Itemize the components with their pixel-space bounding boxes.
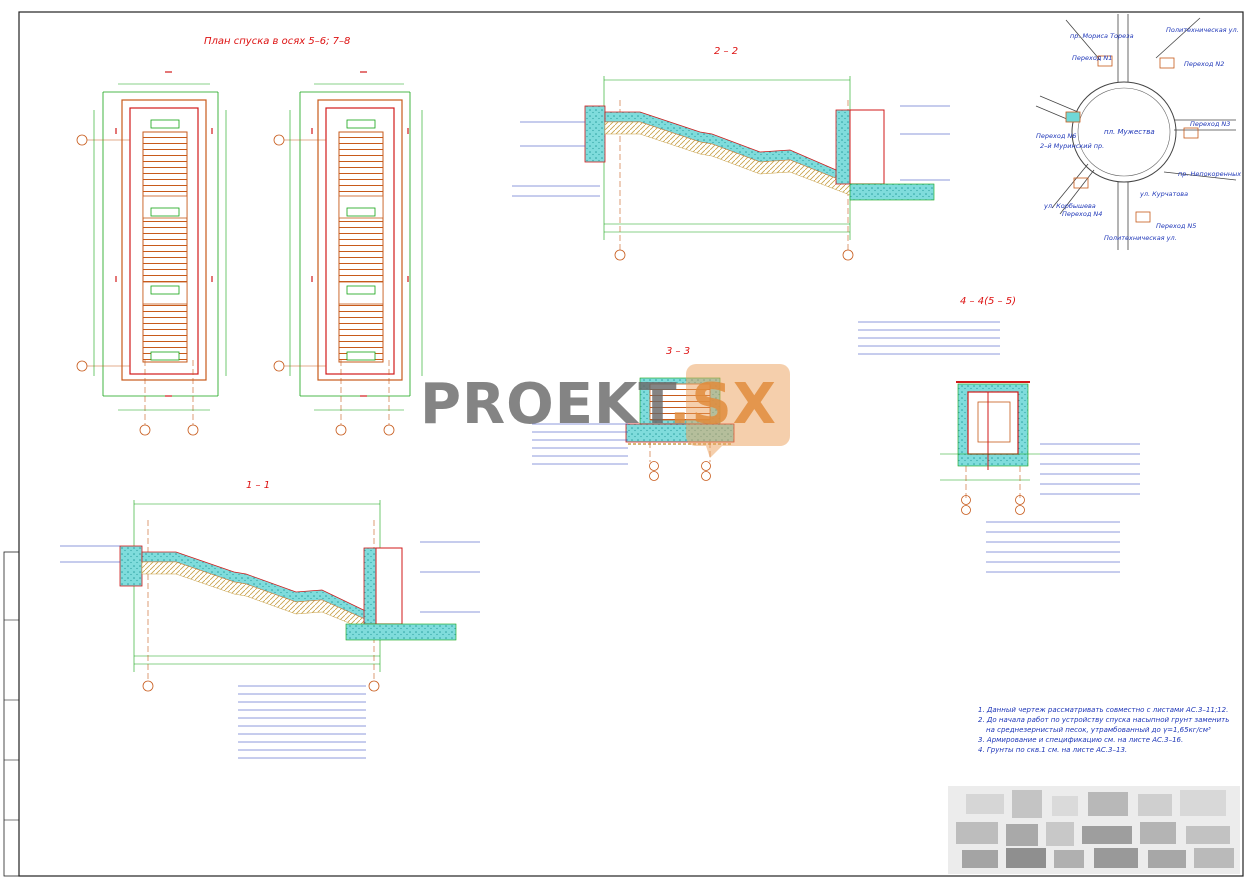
plan-axes-5-6	[76, 71, 227, 436]
section-1-1	[60, 500, 480, 759]
watermark-text-a: PROEKT	[420, 372, 670, 437]
map-label-ploshchad: пл. Мужества	[1104, 128, 1155, 136]
map-label-perekhod-3: Переход N3	[1190, 120, 1231, 128]
map-label-nepokorennykh: пр. Непокоренных	[1178, 170, 1242, 178]
map-label-polytech-bottom: Политехническая ул.	[1104, 234, 1177, 242]
map-label-murinsky: 2–й Муринский пр.	[1040, 142, 1105, 150]
plan-axes-7-8	[273, 71, 423, 436]
map-label-perekhod-6: Переход N6	[1036, 132, 1077, 140]
watermark-text: PROEKT.SX	[420, 372, 777, 437]
location-map	[1035, 14, 1237, 250]
side-stamp	[3, 551, 20, 877]
map-label-polytech-top: Политехническая ул.	[1166, 26, 1239, 34]
map-label-perekhod-1: Переход N1	[1072, 54, 1113, 62]
map-label-korbysheva: ул. Корбышева	[1044, 202, 1096, 210]
section-3-3-title: 3 – 3	[666, 346, 691, 357]
section-2-2-title: 2 – 2	[714, 46, 739, 57]
section-2-2	[512, 76, 950, 261]
title-block-stamp	[948, 786, 1240, 874]
section-4-4	[858, 321, 1140, 573]
map-label-perekhod-2: Переход N2	[1184, 60, 1225, 68]
section-1-1-title: 1 – 1	[246, 480, 271, 491]
map-label-toreza: пр. Мориса Тореза	[1070, 32, 1134, 40]
note-3: 3. Армирование и спецификацию см. на лис…	[978, 736, 1184, 744]
section-4-4-title: 4 – 4(5 – 5)	[960, 296, 1016, 307]
map-label-perekhod-4: Переход N4	[1062, 210, 1103, 218]
map-label-kurchatova: ул. Курчатова	[1140, 190, 1189, 198]
map-label-perekhod-5: Переход N5	[1156, 222, 1197, 230]
watermark-text-b: .SX	[669, 372, 777, 437]
note-2: 2. До начала работ по устройству спуска …	[978, 716, 1230, 724]
watermark: PROEKT.SX	[418, 364, 790, 460]
sheet-frame	[18, 11, 1244, 877]
note-4: 4. Грунты по скв.1 см. на листе АС.3–13.	[978, 746, 1128, 754]
plan-title: План спуска в осях 5–6; 7–8	[204, 36, 351, 47]
note-2-cont: на среднезернистый песок, утрамбованный …	[986, 726, 1211, 734]
note-1: 1. Данный чертеж рассматривать совместно…	[978, 706, 1229, 714]
